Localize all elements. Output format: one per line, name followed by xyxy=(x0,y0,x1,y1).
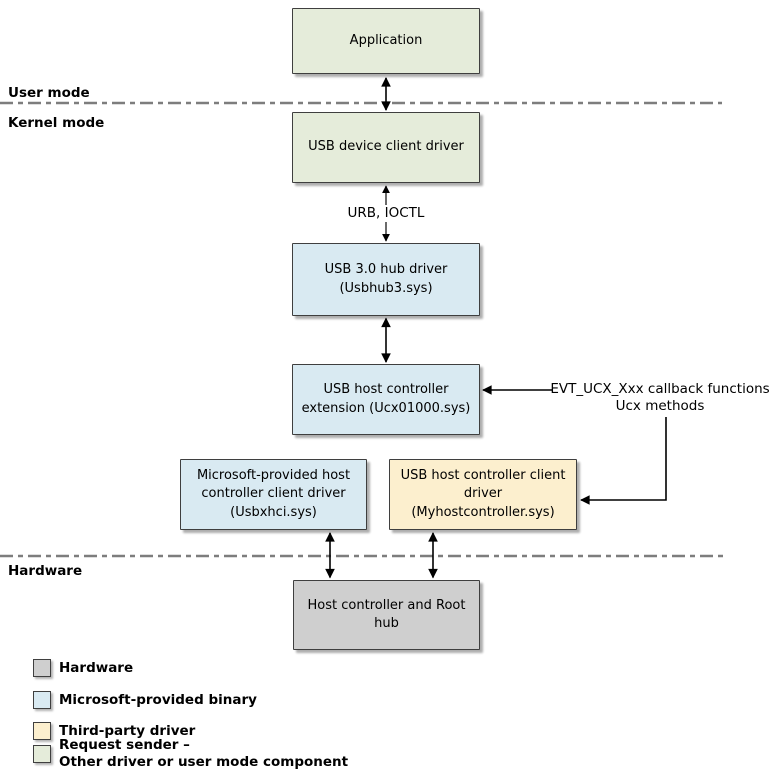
legend-swatch-microsoft-binary xyxy=(33,691,51,709)
hardware-mode-label: Hardware xyxy=(8,563,83,579)
node-thirdparty-host-controller-client-driver: USB host controller client driver (Myhos… xyxy=(389,459,577,530)
user-mode-label: User mode xyxy=(8,85,90,101)
legend-item-microsoft-binary: Microsoft-provided binary xyxy=(33,691,257,709)
node-usb-device-client-driver: USB device client driver xyxy=(292,112,480,183)
legend-item-hardware: Hardware xyxy=(33,659,133,677)
ucx-callbacks-label: EVT_UCX_Xxx callback functions Ucx metho… xyxy=(550,381,770,414)
node-usb-host-controller-extension: USB host controller extension (Ucx01000.… xyxy=(292,364,480,435)
node-host-controller-root-hub: Host controller and Root hub xyxy=(293,580,480,650)
legend-swatch-hardware xyxy=(33,659,51,677)
legend-item-request-sender: Request sender – Other driver or user mo… xyxy=(33,737,348,771)
legend-label-microsoft-binary: Microsoft-provided binary xyxy=(59,691,257,708)
arrow-callbacks-to-thirdparty-driver xyxy=(580,417,667,505)
node-ms-host-controller-client-driver: Microsoft-provided host controller clien… xyxy=(180,459,367,530)
legend-swatch-request-sender xyxy=(33,745,51,763)
legend-label-thirdparty-driver: Third-party driver xyxy=(59,722,196,739)
legend-item-thirdparty-driver: Third-party driver xyxy=(33,722,195,740)
kernel-mode-label: Kernel mode xyxy=(8,115,105,131)
legend-label-hardware: Hardware xyxy=(59,659,134,676)
node-application: Application xyxy=(292,8,480,74)
legend-swatch-thirdparty-driver xyxy=(33,722,51,740)
node-usb3-hub-driver: USB 3.0 hub driver (Usbhub3.sys) xyxy=(292,243,480,316)
urb-ioctl-label: URB, IOCTL xyxy=(338,205,434,222)
legend-label-request-sender: Request sender – Other driver or user mo… xyxy=(59,737,349,770)
